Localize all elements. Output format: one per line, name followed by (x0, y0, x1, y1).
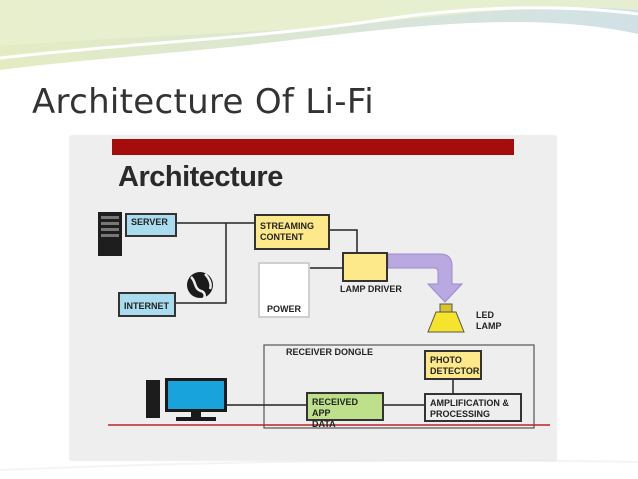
streaming-label-line1: STREAMING (260, 221, 314, 231)
globe-icon (187, 272, 213, 301)
photo-detector-box: PHOTO DETECTOR (424, 350, 482, 380)
server-box: SERVER (125, 213, 177, 237)
receiver-dongle-label: RECEIVER DONGLE (286, 347, 374, 357)
photo-label-line2: DETECTOR (430, 366, 480, 376)
led-label-line1: LED (476, 310, 494, 320)
power-label: POWER (266, 304, 301, 314)
footer-curve (0, 459, 638, 471)
server-label: SERVER (131, 217, 168, 227)
internet-box: INTERNET (118, 292, 176, 317)
streaming-content-box: STREAMING CONTENT (254, 214, 330, 250)
server-tower-icon (98, 212, 122, 256)
wire-internet-to-bus (175, 223, 227, 304)
received-app-data-box: RECEIVED APP DATA (306, 392, 384, 429)
amp-label-line2: PROCESSING (430, 409, 491, 419)
receiver-dongle-frame (263, 344, 535, 429)
photo-label-line1: PHOTO (430, 355, 462, 365)
header-wave-line (0, 6, 638, 60)
amplification-processing-box: AMPLIFICATION & PROCESSING (424, 393, 522, 422)
computer-icon (146, 378, 227, 421)
light-beam-arrow (387, 253, 464, 303)
amp-label-line1: AMPLIFICATION & (430, 398, 509, 408)
led-label-line2: LAMP (476, 321, 502, 331)
led-lamp-icon (427, 303, 465, 333)
slide-title: Architecture Of Li-Fi (32, 82, 374, 122)
diagram-heading: Architecture (118, 161, 283, 193)
led-lamp-label: LED LAMP (476, 310, 502, 332)
lamp-driver-box (342, 252, 388, 282)
wire-streaming-to-driver (329, 229, 358, 252)
internet-label: INTERNET (124, 301, 169, 311)
lamp-driver-label: LAMP DRIVER (340, 284, 402, 294)
streaming-label-line2: CONTENT (260, 232, 304, 242)
power-box: POWER (258, 262, 310, 318)
received-label-line2: DATA (312, 419, 336, 429)
received-label-line1: RECEIVED APP (312, 397, 359, 418)
header-wave-front (0, 0, 638, 46)
heading-red-bar (112, 139, 514, 155)
